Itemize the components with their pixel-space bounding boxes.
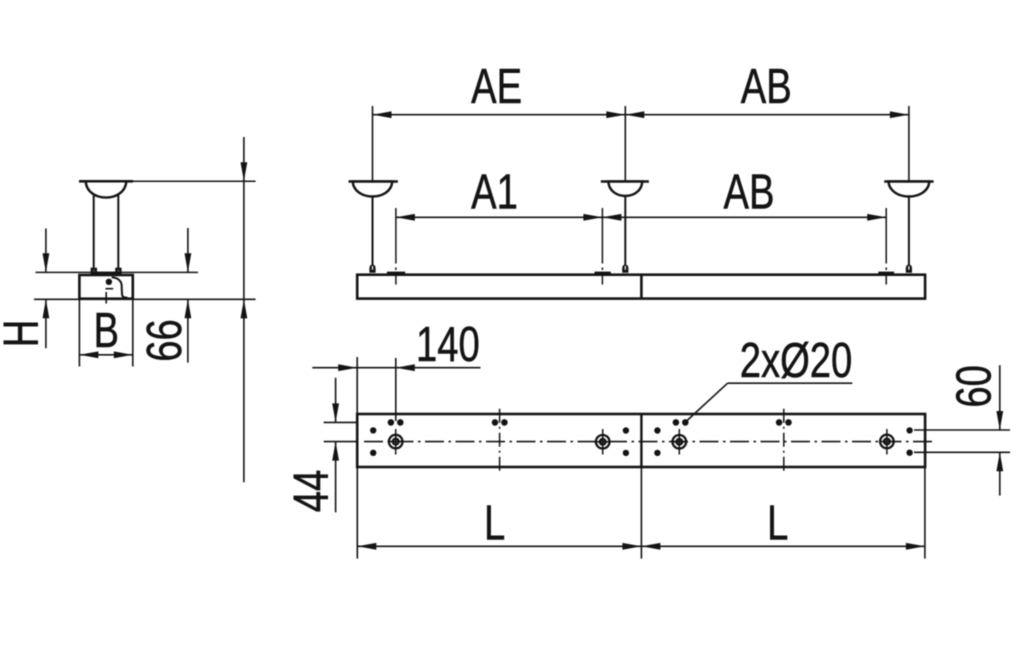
svg-text:AB: AB	[724, 165, 775, 220]
svg-text:66: 66	[138, 319, 193, 362]
svg-text:L: L	[484, 496, 505, 551]
svg-text:L: L	[767, 496, 788, 551]
svg-text:2xØ20: 2xØ20	[740, 334, 853, 389]
svg-text:44: 44	[284, 470, 339, 513]
svg-text:AE: AE	[471, 60, 522, 115]
svg-text:AB: AB	[741, 60, 792, 115]
svg-text:A1: A1	[471, 165, 518, 220]
svg-text:60: 60	[947, 365, 1002, 408]
svg-text:B: B	[94, 303, 119, 358]
svg-text:140: 140	[416, 318, 480, 373]
svg-text:H: H	[0, 320, 49, 348]
